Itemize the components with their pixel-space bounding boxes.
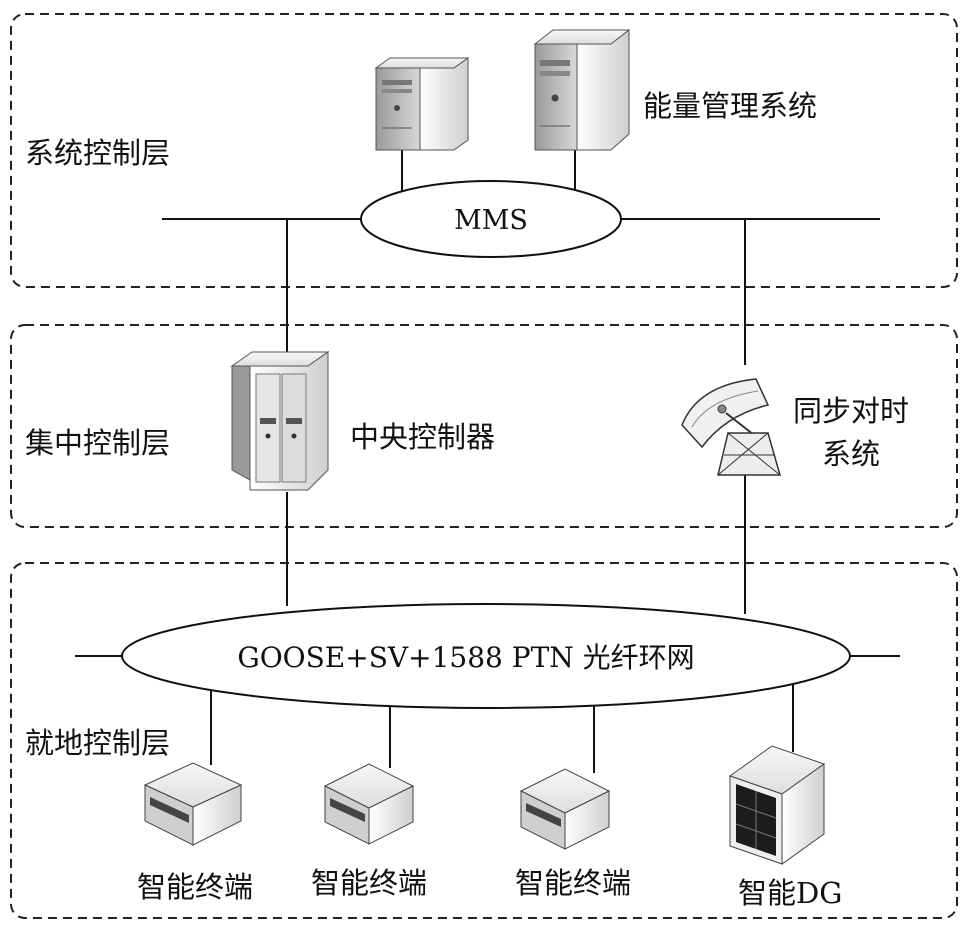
local-layer-box <box>10 562 958 919</box>
local-layer-label: 就地控制层 <box>25 726 170 760</box>
rack-server-icon <box>230 351 330 491</box>
central-controller-label: 中央控制器 <box>350 420 495 454</box>
ptn-ring-network <box>121 603 851 709</box>
terminal1-label: 智能终端 <box>137 870 253 904</box>
mms-network <box>360 180 622 258</box>
central-layer-box <box>10 324 958 528</box>
central-layer-label: 集中控制层 <box>25 426 170 460</box>
dg-label: 智能DG <box>738 876 842 910</box>
energy-management-label: 能量管理系统 <box>643 89 817 123</box>
sync-system-label-line2: 系统 <box>822 437 880 471</box>
terminal2-label: 智能终端 <box>311 866 427 900</box>
system-layer-label: 系统控制层 <box>25 136 170 170</box>
terminal-box-icon <box>519 768 611 850</box>
mms-label: MMS <box>454 205 528 236</box>
system-layer-box <box>10 13 958 288</box>
ptn-ring-label: GOOSE+SV+1588 PTN 光纤环网 <box>237 641 694 674</box>
server-tower-icon <box>374 57 470 151</box>
dg-cabinet-icon <box>728 745 826 865</box>
satellite-dish-icon <box>681 378 781 476</box>
terminal3-label: 智能终端 <box>515 866 631 900</box>
terminal-box-icon <box>323 763 415 845</box>
sync-system-label-line1: 同步对时 <box>793 394 909 428</box>
terminal-box-icon <box>143 762 243 846</box>
server-tower-icon <box>533 28 631 151</box>
